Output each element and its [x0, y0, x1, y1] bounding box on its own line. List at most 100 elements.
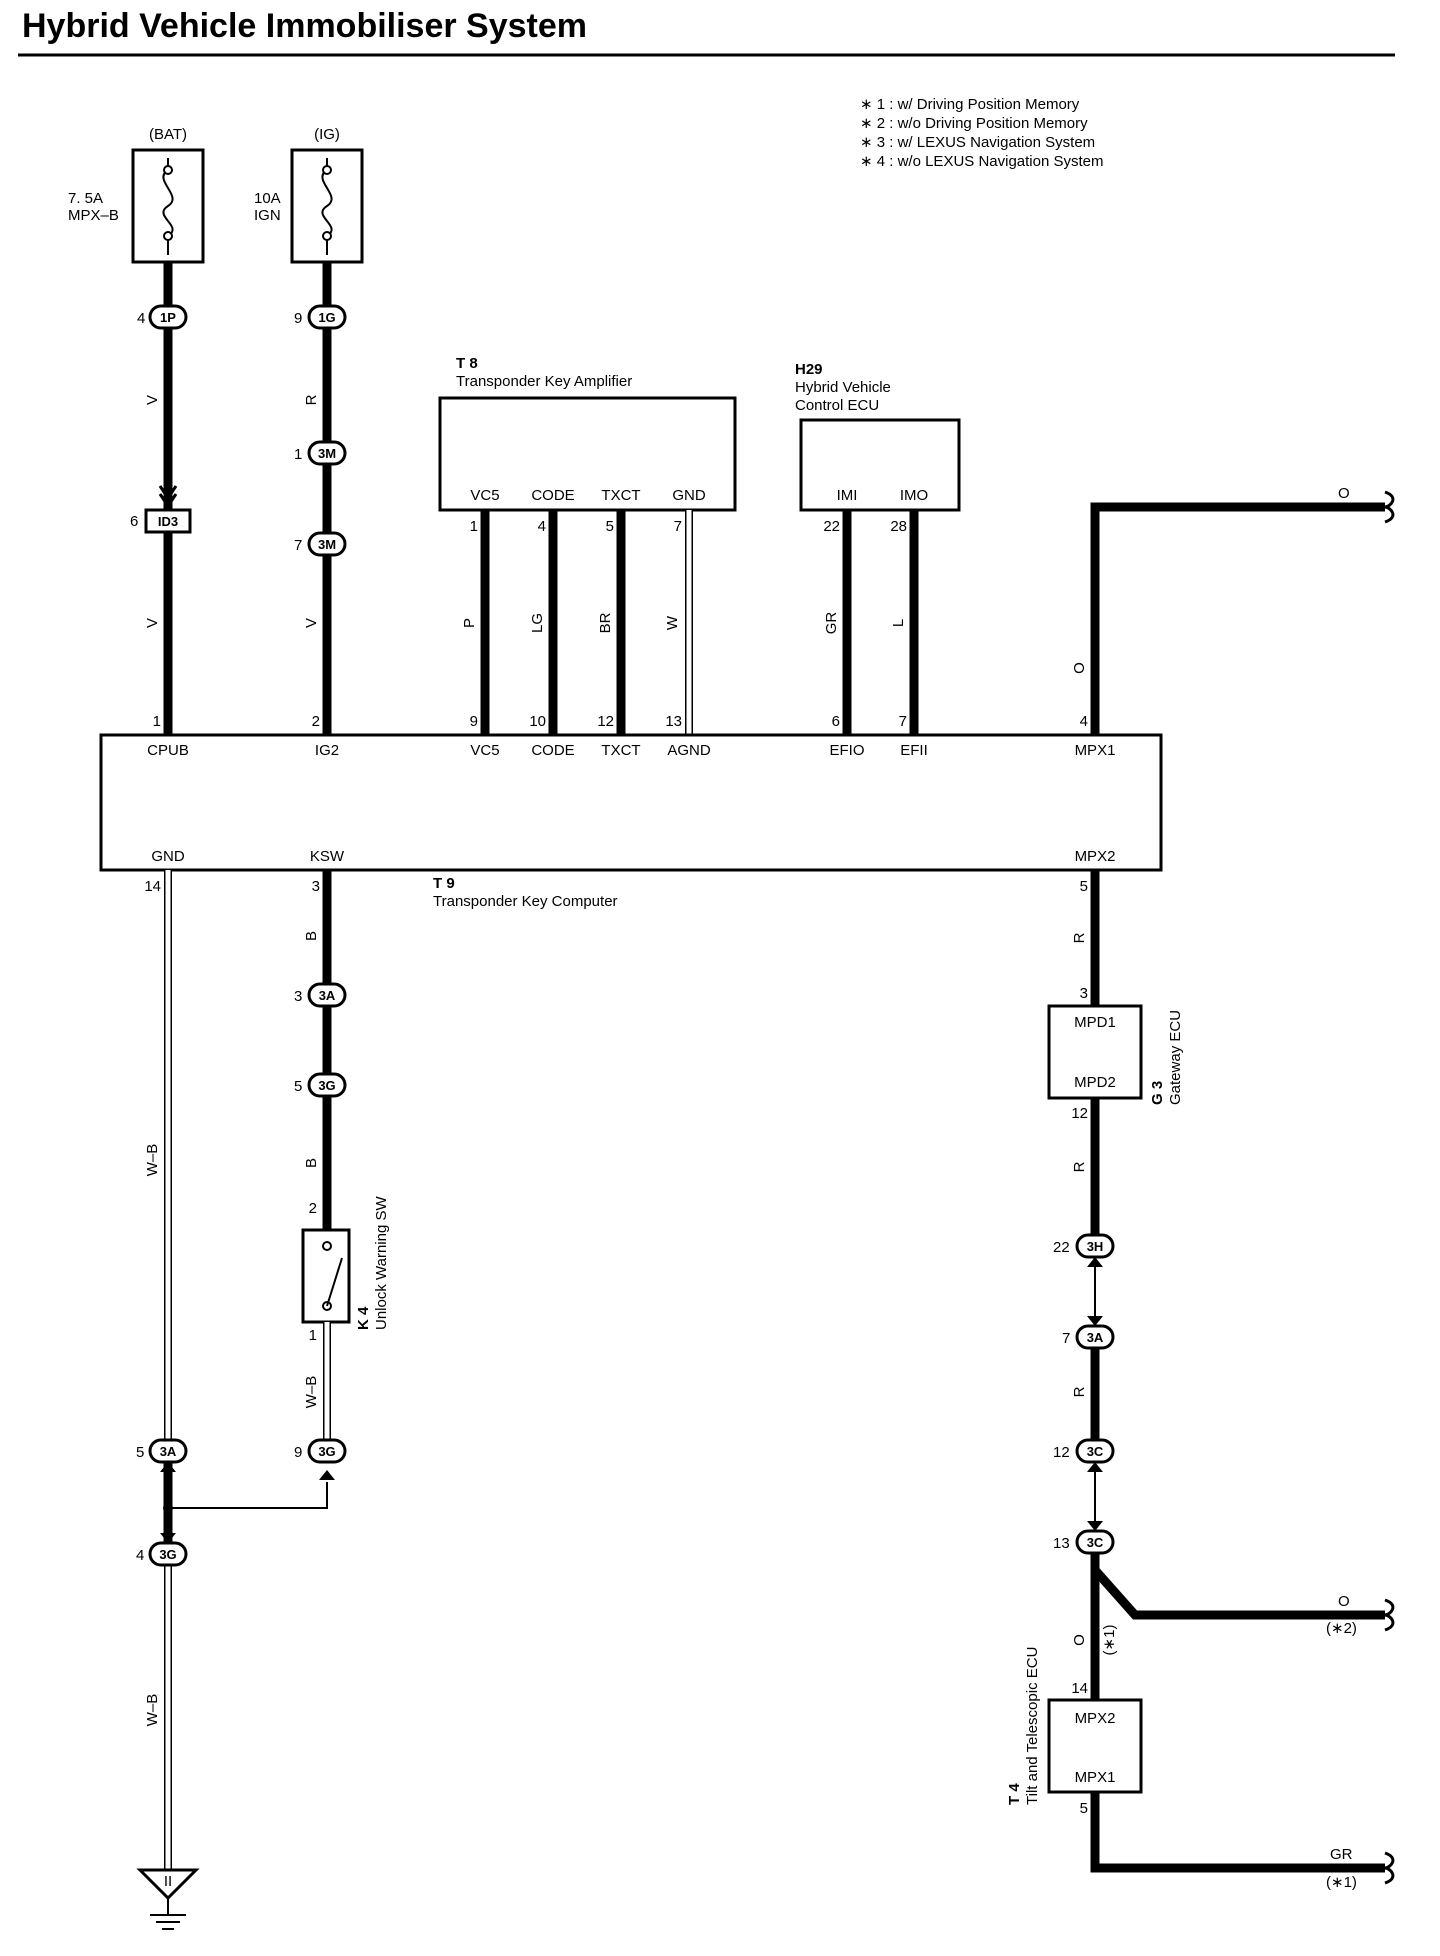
pin-3-3A: 3	[294, 988, 302, 1005]
t8-term-code: CODE	[531, 487, 574, 504]
t9-term-gnd: GND	[151, 848, 185, 865]
t9-term-agnd: AGND	[667, 742, 711, 759]
svg-text:ID3: ID3	[158, 514, 178, 529]
junction-3C	[1087, 1462, 1103, 1531]
pin-12-3C: 12	[1053, 1444, 1070, 1461]
pin-t9-7: 7	[899, 713, 907, 730]
h29-box	[799, 418, 961, 512]
pin-7-3M: 7	[294, 537, 302, 554]
pin-t9-9: 9	[470, 713, 478, 730]
t8-name: Transponder Key Amplifier	[456, 373, 632, 390]
connector-3A-gnd: 3A 5	[136, 1438, 188, 1464]
connector-3H: 3H 22	[1053, 1233, 1115, 1259]
t4-term-mpx2: MPX2	[1075, 1710, 1116, 1727]
wire-cpub	[158, 262, 178, 735]
wire-color-k4-wb: W–B	[303, 1376, 320, 1409]
pin-h29-28: 28	[890, 518, 907, 535]
pin-6-ID3: 6	[130, 513, 138, 530]
wire-color-mpx2-r1: R	[1071, 932, 1088, 943]
t9-term-cpub: CPUB	[147, 742, 189, 759]
fuse-bat-element-icon	[162, 158, 174, 255]
wire-color-gnd-wb: W–B	[144, 1144, 161, 1177]
t8-box	[438, 396, 737, 512]
note-1: ∗ 1 : w/ Driving Position Memory	[860, 96, 1080, 113]
component-t8: T 8 Transponder Key Amplifier VC5 CODE T…	[438, 355, 737, 512]
junction-3H-3A	[1087, 1257, 1103, 1326]
pin-t9-13: 13	[665, 713, 682, 730]
pin-t4-5: 5	[1080, 1800, 1088, 1817]
fuse-ign: (IG) 10A IGN	[254, 126, 364, 264]
fuse-bat-source: (BAT)	[149, 126, 187, 143]
svg-text:1P: 1P	[160, 310, 176, 325]
variant-mark-branch: (∗2)	[1326, 1620, 1357, 1637]
t9-term-ig2: IG2	[315, 742, 339, 759]
variant-mark-t4-in: (∗1)	[1101, 1625, 1118, 1656]
wire-color-vc5: P	[461, 618, 478, 628]
wire-color-mpx2-r3: R	[1071, 1386, 1088, 1397]
t9-term-mpx2: MPX2	[1075, 848, 1116, 865]
k4-name: Unlock Warning SW	[373, 1196, 390, 1330]
wire-color-ig-r: R	[303, 394, 320, 405]
variant-mark-out-gr: (∗1)	[1326, 1874, 1357, 1891]
connector-3M-a: 3M 1	[294, 440, 347, 466]
h29-code: H29	[795, 361, 823, 378]
wire-color-bat-v1: V	[144, 395, 161, 405]
t9-term-ksw: KSW	[310, 848, 345, 865]
t9-term-mpx1: MPX1	[1075, 742, 1116, 759]
pin-4-1P: 4	[137, 310, 145, 327]
connector-3C-a: 3C 12	[1053, 1438, 1115, 1464]
fuse-ig-source: (IG)	[314, 126, 340, 143]
fuse-bat-name: MPX–B	[68, 207, 119, 224]
note-4: ∗ 4 : w/o LEXUS Navigation System	[860, 153, 1104, 170]
pin-9-1G: 9	[294, 310, 302, 327]
connector-ID3: ID3 6	[130, 508, 192, 534]
svg-text:3A: 3A	[319, 988, 336, 1003]
wire-color-mpx1: O	[1071, 662, 1088, 674]
pin-t9-5: 5	[1080, 878, 1088, 895]
connector-3A-ksw: 3A 3	[294, 982, 347, 1008]
svg-text:3C: 3C	[1087, 1535, 1104, 1550]
pin-t9-3: 3	[312, 878, 320, 895]
wire-branch-o	[1091, 1567, 1385, 1620]
connector-1G: 1G 9	[294, 304, 347, 330]
pin-4-3G: 4	[136, 1547, 144, 1564]
g3-term-mpd1: MPD1	[1074, 1014, 1116, 1031]
pin-k4-1: 1	[309, 1327, 317, 1344]
pin-t9-2: 2	[312, 713, 320, 730]
pin-k4-2: 2	[309, 1200, 317, 1217]
component-g3: MPD1 MPD2 G 3 Gateway ECU	[1047, 1004, 1184, 1105]
diagram-title: Hybrid Vehicle Immobiliser System	[22, 7, 587, 45]
h29-term-imi: IMI	[837, 487, 858, 504]
t9-name: Transponder Key Computer	[433, 893, 618, 910]
fuse-ig-element-icon	[321, 158, 333, 255]
pin-g3-3: 3	[1080, 985, 1088, 1002]
component-k4: 2 1 K 4 Unlock Warning SW	[301, 1196, 390, 1344]
t4-name: Tilt and Telescopic ECU	[1024, 1647, 1041, 1805]
ground-icon: II	[136, 1868, 200, 1930]
svg-text:3A: 3A	[1087, 1330, 1104, 1345]
pin-t8-5: 5	[606, 518, 614, 535]
wire-color-code: LG	[529, 613, 546, 633]
wire-color-ksw-b1: B	[303, 931, 320, 941]
k4-code: K 4	[355, 1306, 372, 1330]
t8-term-gnd: GND	[672, 487, 706, 504]
pin-5-3A: 5	[136, 1444, 144, 1461]
connector-3A-r: 3A 7	[1062, 1324, 1115, 1350]
pin-t9-10: 10	[529, 713, 546, 730]
switch-contact-icon	[326, 1257, 343, 1307]
pin-13-3C: 13	[1053, 1535, 1070, 1552]
wire-out-gr	[1090, 1792, 1385, 1873]
wire-color-ksw-b2: B	[303, 1158, 320, 1168]
wire-break-icon	[1384, 490, 1395, 524]
fuse-ig-rating: 10A	[254, 190, 281, 207]
junction-gnd	[160, 1462, 335, 1543]
wire-ksw	[319, 870, 335, 1230]
t8-code: T 8	[456, 355, 478, 372]
connector-1P: 1P 4	[137, 304, 188, 330]
pin-t9-6: 6	[832, 713, 840, 730]
pin-t9-12: 12	[597, 713, 614, 730]
t4-code: T 4	[1006, 1783, 1023, 1805]
pin-9-3G: 9	[294, 1444, 302, 1461]
connector-3G-ksw: 3G 5	[294, 1072, 347, 1098]
